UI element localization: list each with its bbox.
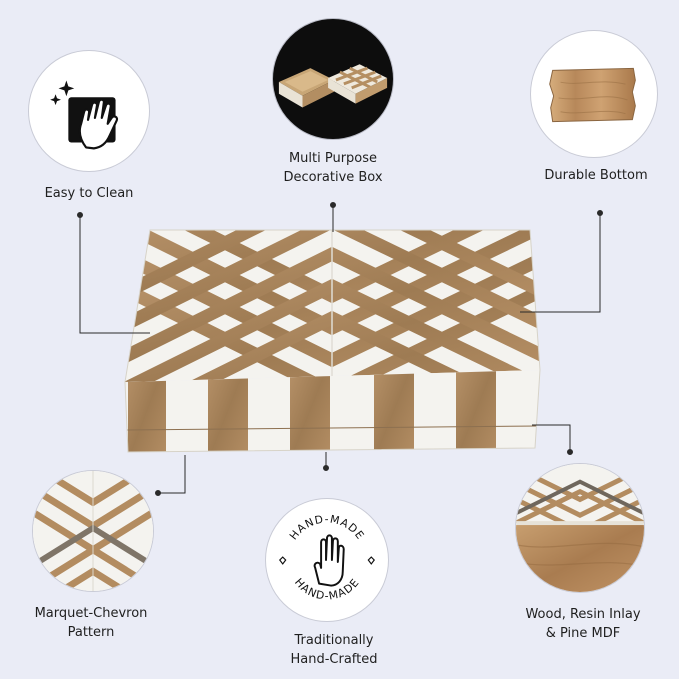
cleaning-cloth-hand-icon: [50, 80, 119, 150]
caption-easy-clean: Easy to Clean: [44, 186, 134, 201]
hand-made-stamp-icon: HAND-MADE HAND-MADE: [278, 513, 376, 603]
chevron-pattern-photo: [33, 471, 153, 591]
feature-circle-materials: [515, 463, 645, 593]
caption-marquet-chevron: Marquet-Chevron Pattern: [34, 606, 148, 640]
feature-circle-easy-clean: [28, 50, 150, 172]
stamp-text-bottom: HAND-MADE: [292, 576, 361, 603]
feature-circle-hand-crafted: HAND-MADE HAND-MADE: [265, 498, 389, 622]
open-box-photo: [278, 64, 388, 108]
feature-circle-multi-purpose: [272, 18, 394, 140]
caption-multi-purpose: Multi Purpose Decorative Box: [283, 151, 383, 185]
feature-circle-durable-bottom: [530, 30, 658, 158]
material-layers-photo: [516, 464, 644, 592]
caption-durable-bottom: Durable Bottom: [544, 168, 648, 183]
feature-circle-marquet-chevron: [32, 470, 154, 592]
svg-text:HAND-MADE: HAND-MADE: [292, 576, 362, 603]
wood-bottom-photo: [549, 67, 636, 123]
caption-materials: Wood, Resin Inlay & Pine MDF: [525, 607, 641, 641]
caption-hand-crafted: Traditionally Hand-Crafted: [290, 633, 378, 667]
